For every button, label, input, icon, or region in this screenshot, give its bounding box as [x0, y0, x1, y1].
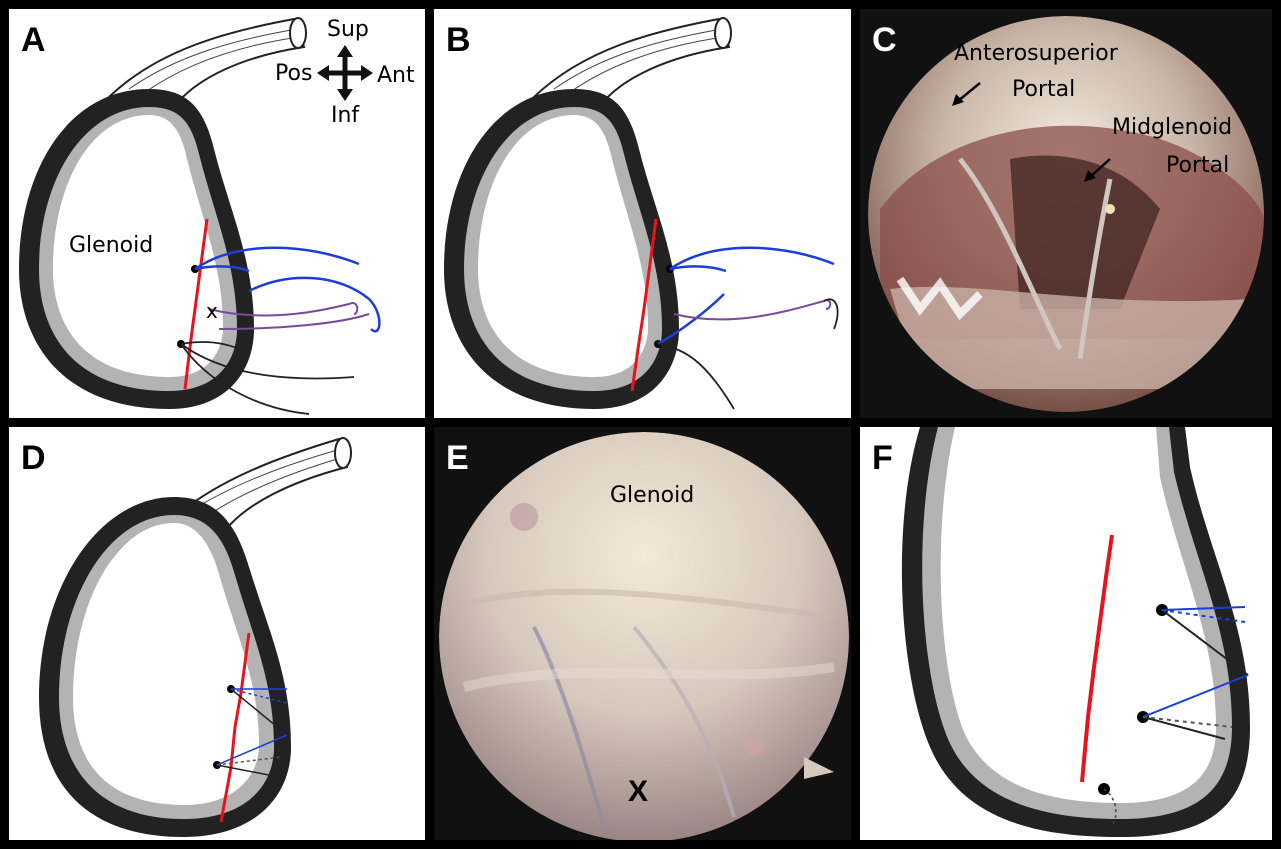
glenoid-diagram-f: [860, 427, 1272, 840]
panel-f: F: [860, 427, 1272, 840]
glenoid-label-e: Glenoid: [610, 485, 694, 507]
panel-label-b: B: [446, 23, 471, 57]
portal-label-midglenoid-2: Portal: [1166, 155, 1229, 177]
x-mark-a: x: [206, 301, 218, 321]
portal-label-anterosuperior-2: Portal: [1012, 79, 1075, 101]
compass-sup-label: Sup: [327, 19, 369, 41]
panel-d: D: [9, 427, 425, 840]
x-mark-e: X: [628, 777, 648, 807]
panel-label-c: C: [872, 23, 897, 57]
portal-label-midglenoid: Midglenoid: [1112, 117, 1232, 139]
panel-a: A Sup Pos Ant Inf Glenoid x: [9, 9, 425, 418]
portal-label-anterosuperior: Anterosuperior: [954, 43, 1118, 65]
panel-b: B: [434, 9, 851, 418]
panel-label-a: A: [21, 23, 46, 57]
compass-inf-label: Inf: [331, 105, 359, 127]
glenoid-diagram-d: [9, 427, 425, 840]
panel-e: E Glenoid X: [434, 427, 851, 840]
arthroscopic-view-c: [860, 9, 1272, 418]
glenoid-diagram-a: [9, 9, 425, 418]
panel-label-f: F: [872, 441, 893, 475]
compass-ant-label: Ant: [377, 65, 415, 87]
compass-icon: [317, 45, 373, 101]
panel-label-d: D: [21, 441, 46, 475]
panel-label-e: E: [446, 441, 469, 475]
compass-pos-label: Pos: [275, 63, 312, 85]
panel-c: C Anterosuperior Portal Midglenoid Porta…: [860, 9, 1272, 418]
glenoid-diagram-b: [434, 9, 851, 418]
glenoid-label-a: Glenoid: [69, 235, 153, 257]
